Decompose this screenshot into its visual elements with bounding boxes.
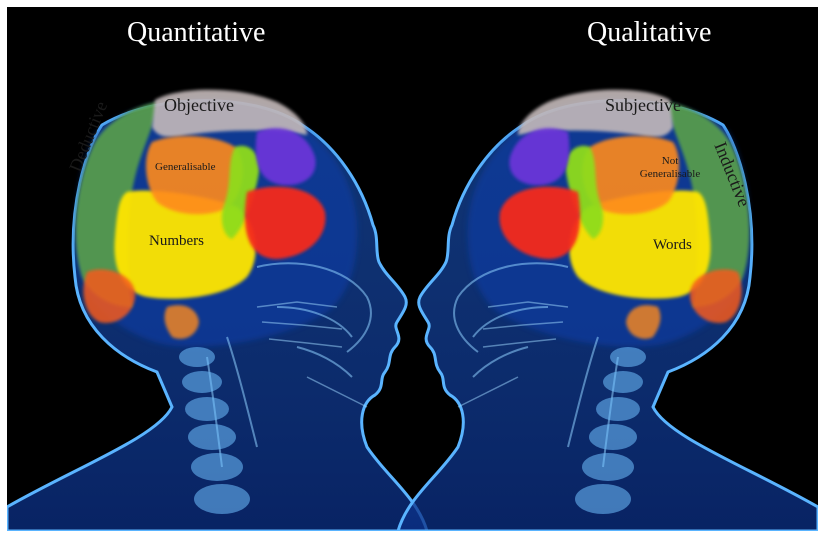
right-head <box>398 90 818 531</box>
title-qualitative: Qualitative <box>587 17 711 49</box>
label-subjective: Subjective <box>605 95 681 116</box>
xray-heads-illustration <box>7 7 818 531</box>
label-not-generalisable: Not Generalisable <box>635 155 705 181</box>
title-quantitative: Quantitative <box>127 17 265 49</box>
label-objective: Objective <box>164 95 234 116</box>
label-generalisable: Generalisable <box>155 161 215 173</box>
label-numbers: Numbers <box>149 233 204 250</box>
label-words: Words <box>653 237 692 254</box>
image-frame: Quantitative Qualitative Objective Deduc… <box>7 7 818 531</box>
